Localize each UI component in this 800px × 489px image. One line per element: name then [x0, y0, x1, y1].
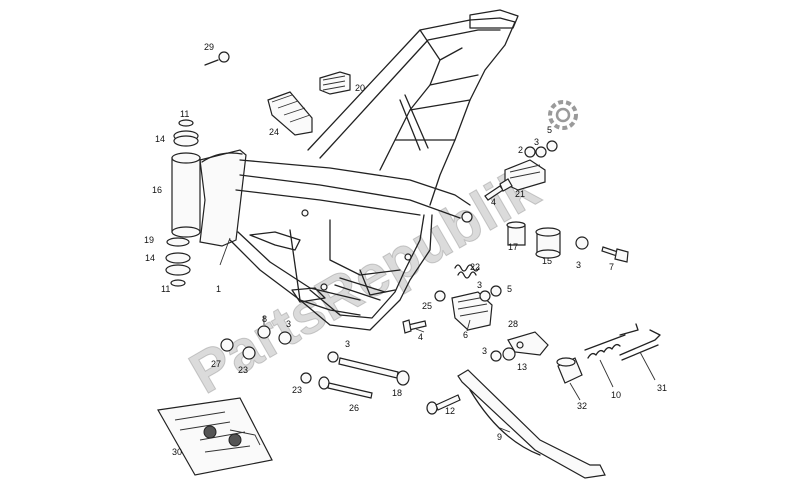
label-28: 28: [508, 319, 518, 329]
label-22: 22: [470, 262, 480, 272]
gear-icon: [548, 100, 578, 130]
label-1: 1: [216, 284, 221, 294]
label-7: 7: [609, 262, 614, 272]
washer-23a: [242, 346, 256, 360]
label-11b: 11: [161, 284, 170, 294]
bolt-18: [327, 351, 410, 386]
spring-10: [584, 323, 639, 359]
label-5b: 5: [507, 284, 512, 294]
bolt-4b: [402, 319, 427, 334]
label-26: 26: [349, 403, 359, 413]
footpeg-24: [267, 91, 313, 136]
washer-3a: [535, 146, 547, 158]
label-5a: 5: [547, 125, 552, 135]
nut-13: [502, 347, 516, 361]
washer-3f: [490, 350, 502, 362]
nut-8: [257, 325, 271, 339]
label-23a: 23: [238, 365, 248, 375]
label-24: 24: [269, 127, 279, 137]
label-18: 18: [392, 388, 402, 398]
bolt-7: [601, 246, 629, 263]
washer-3c: [479, 290, 491, 302]
washer-3d: [278, 331, 292, 345]
nut-2: [524, 146, 536, 158]
label-20: 20: [355, 83, 365, 93]
part-labels: 29 20 24 11 14 16 19 14 11 1 3 5 2 21 4 …: [144, 42, 667, 457]
label-3a: 3: [534, 137, 539, 147]
label-4a: 4: [491, 197, 496, 207]
label-16: 16: [152, 185, 162, 195]
label-31: 31: [657, 383, 667, 393]
washer-3b: [575, 236, 589, 250]
leader-lines: [219, 237, 656, 433]
spring-22: [454, 264, 480, 279]
label-2: 2: [518, 145, 523, 155]
label-3b: 3: [576, 260, 581, 270]
label-27: 27: [211, 359, 221, 369]
label-15: 15: [542, 256, 552, 266]
label-29: 29: [204, 42, 214, 52]
bolt-26: [300, 372, 373, 399]
footpeg-20: [319, 71, 351, 95]
spacer-25: [434, 290, 446, 302]
label-3e: 3: [345, 339, 350, 349]
label-3d: 3: [286, 319, 291, 329]
footpeg-6: [451, 291, 493, 331]
label-11a: 11: [180, 109, 189, 119]
side-stand-9: [457, 369, 606, 479]
spacer-17: [506, 221, 526, 246]
nut-5a: [546, 140, 558, 152]
label-25: 25: [422, 301, 432, 311]
spacer-15: [535, 227, 561, 259]
bolt-29: [204, 51, 230, 66]
bolt-4a: [484, 178, 513, 201]
label-14a: 14: [155, 134, 165, 144]
frame: [199, 9, 519, 331]
label-6: 6: [463, 330, 468, 340]
label-17: 17: [508, 242, 518, 252]
label-30: 30: [172, 447, 182, 457]
label-10: 10: [611, 390, 621, 400]
steering-bearing-stack: [165, 119, 201, 287]
label-8: 8: [262, 314, 267, 324]
label-4b: 4: [418, 332, 423, 342]
label-3f: 3: [482, 346, 487, 356]
label-19: 19: [144, 235, 154, 245]
nut-27: [220, 338, 234, 352]
label-32: 32: [577, 401, 587, 411]
label-21: 21: [515, 189, 525, 199]
spacer-32: [556, 357, 583, 384]
label-13: 13: [517, 362, 527, 372]
nut-5b: [490, 285, 502, 297]
label-9: 9: [497, 432, 502, 442]
spring-31: [619, 329, 661, 361]
label-23b: 23: [292, 385, 302, 395]
bolt-12: [426, 394, 461, 415]
toolkit-30: [157, 397, 273, 476]
label-12: 12: [445, 406, 455, 416]
label-3c: 3: [477, 280, 482, 290]
label-14b: 14: [145, 253, 155, 263]
